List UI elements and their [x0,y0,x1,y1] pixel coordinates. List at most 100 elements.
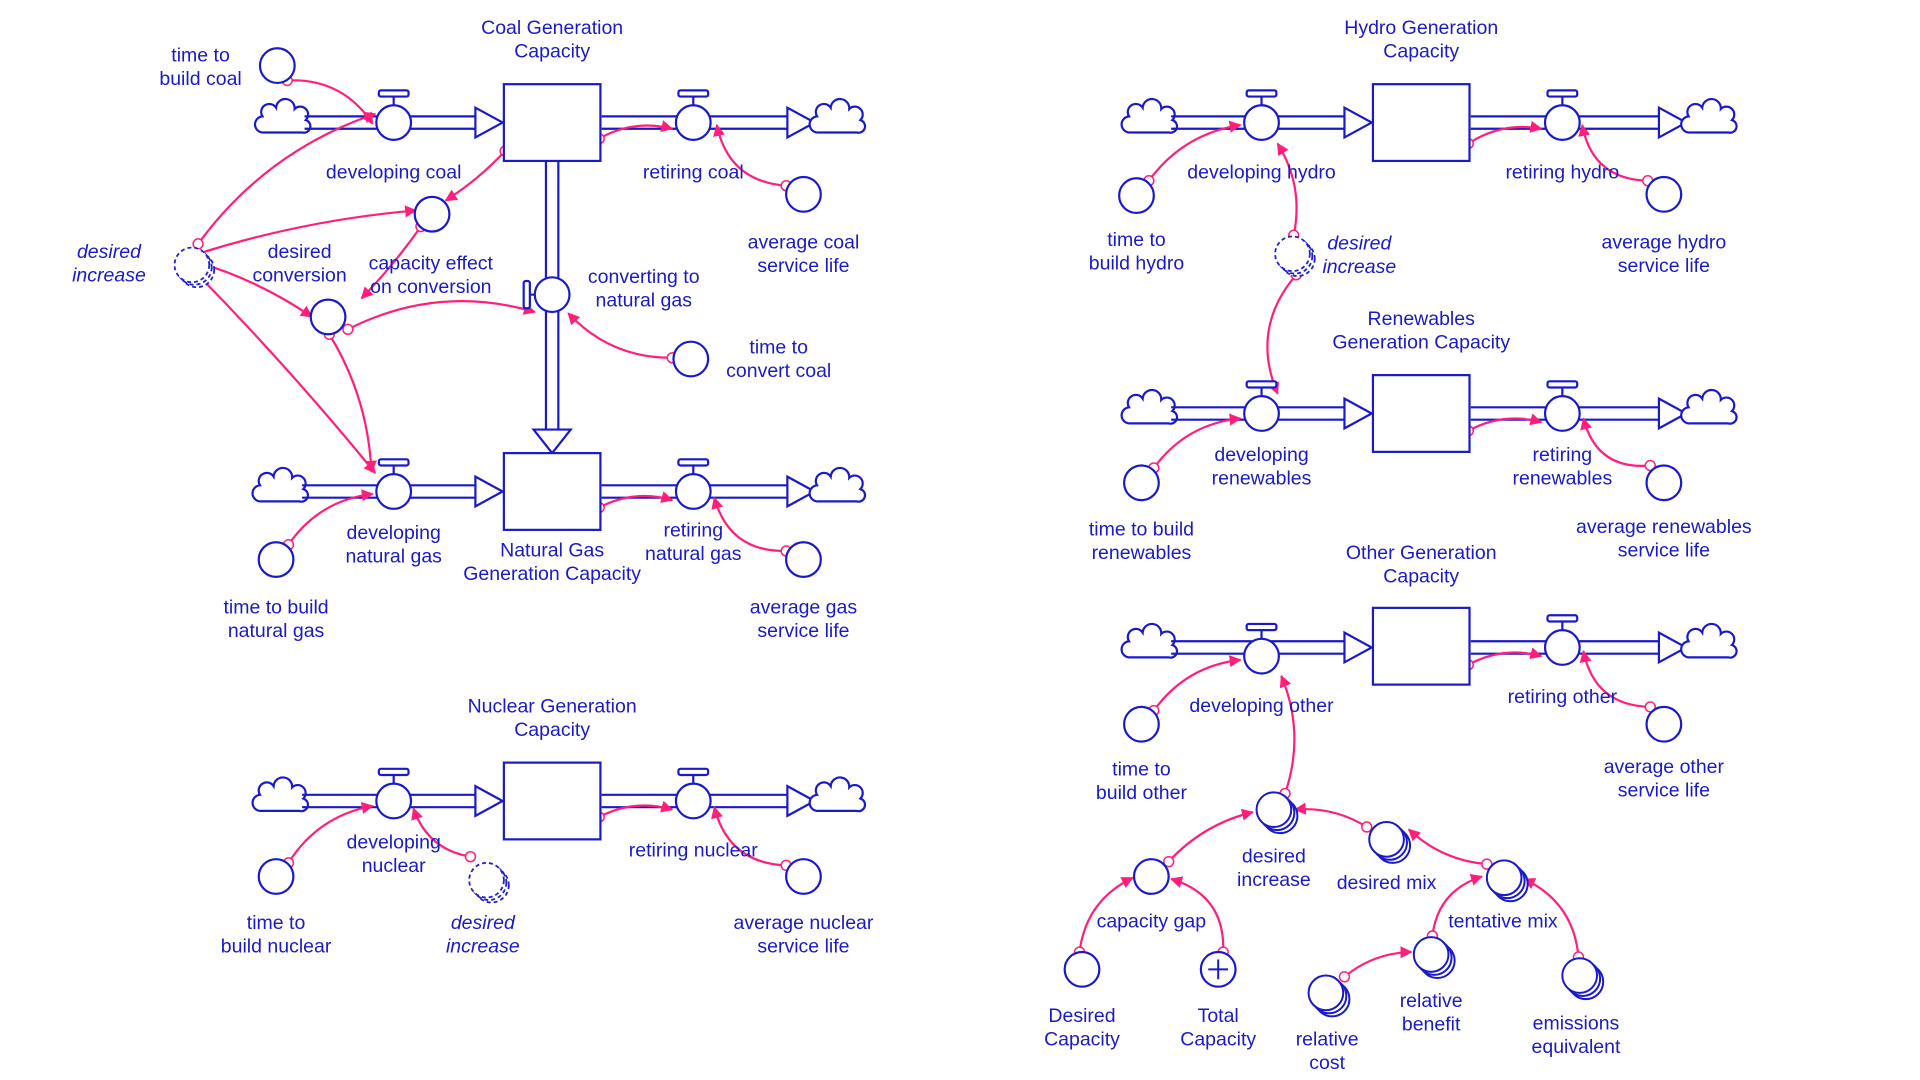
cloud-coal-sink [808,97,867,134]
converter-average-other-service-life [1645,705,1683,743]
stock-coal [502,83,602,163]
cloud-hydro-source [1120,97,1179,134]
cloud-renew-sink [1680,388,1738,425]
connector-cost-benefit [1338,946,1413,983]
flow-valve-retiring-coal [674,89,712,141]
conversion-pipe-arrow [531,428,573,455]
converter-tentative-mix [1485,859,1529,903]
converter-average-nuclear-service-life [785,858,822,895]
flow-label-retiring-other: retiring other [1508,686,1618,708]
connector-mix-increase [1293,802,1373,833]
flow-valve-developing-natural-gas [375,458,413,510]
connector-hydro-desired-renew [1266,269,1302,395]
cloud-coal-source [253,97,312,134]
converter-time-to-build-coal [258,47,296,85]
stock-renew [1371,374,1471,453]
flow-label-retiring-coal: retiring coal [643,161,744,183]
flow-valve-developing-nuclear [375,767,413,820]
cloud-gas-source [251,466,310,503]
converter-desired-increase-coal [173,246,216,289]
flow-valve-converting-to-natural-gas [522,276,571,314]
connector-gap-increase [1162,808,1255,868]
flow-valve-retiring-nuclear [674,767,712,820]
flow-valve-developing-hydro [1243,89,1280,141]
flow-label-developing-coal: developing coal [326,161,462,183]
connector-other-stock-retire [1462,647,1543,671]
cloud-nuclear-sink [808,776,867,813]
converter-total-capacity [1199,950,1237,988]
flow-valve-retiring-renewables [1543,380,1581,432]
converter-time-to-build-other [1123,705,1160,743]
flow-valve-retiring-natural-gas [674,458,712,510]
converter-time-to-build-hydro [1118,177,1155,215]
converter-time-to-convert-coal [672,340,710,378]
converter-relative-cost [1307,974,1351,1018]
connector-tentative-mix [1407,828,1493,870]
cloud-gas-sink [808,466,867,503]
converter-desired-increase [1255,791,1299,835]
connector-hydro-desired [1276,142,1300,241]
converter-emissions-equivalent [1561,957,1605,1001]
connector-renew-life-retire [1580,417,1656,472]
connector-convertcoal-converting [567,312,678,364]
converter-desired-increase-nuclear [468,861,510,904]
converter-desired-increase-hydro [1274,235,1316,277]
converter-time-to-build-natural-gas [257,541,295,579]
flow-label-retiring-hydro: retiring hydro [1505,161,1619,183]
converter-average-gas-service-life [785,541,822,579]
flow-label-developing-hydro: developing hydro [1187,161,1336,183]
converter-average-hydro-service-life [1645,175,1683,213]
connector-conversion-gasdev [323,328,377,473]
stock-other [1371,606,1471,686]
converter-time-to-build-nuclear [257,858,295,895]
converter-desired-mix [1368,821,1412,864]
cloud-other-sink [1680,622,1738,659]
converter-time-to-build-renewables [1123,464,1160,502]
connector-nuclear-desired [411,807,477,863]
converter-capacity-effect-on-conversion [413,195,451,233]
connector-renew-stock-retire [1462,413,1543,437]
connector-hydro-stock-retire [1462,120,1543,150]
converter-average-coal-service-life [785,175,822,213]
converter-capacity-gap [1132,858,1170,895]
cloud-hydro-sink [1680,97,1738,134]
converter-desired-conversion [309,298,347,336]
converter-label-desired-mix: desired mix [1337,872,1437,894]
cloud-other-source [1120,622,1179,659]
connector-coal-desired-dev [192,111,377,250]
stock-nuclear [502,761,602,841]
flow-label-retiring-nuclear: retiring nuclear [629,840,758,862]
